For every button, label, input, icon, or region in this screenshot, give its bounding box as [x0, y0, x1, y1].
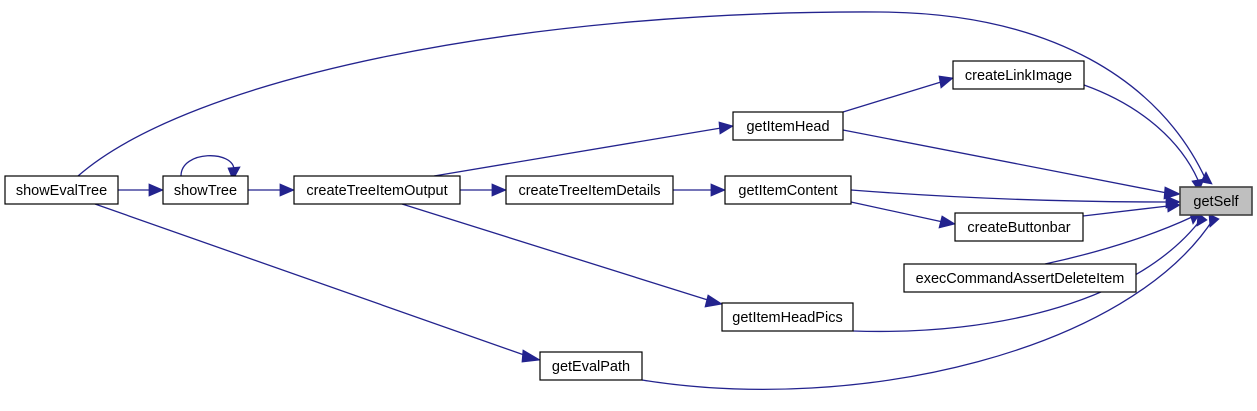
edge-layer: [77, 11, 1220, 390]
edge-path: [641, 217, 1215, 390]
node-box[interactable]: [724, 175, 852, 205]
node-getItemHead[interactable]: getItemHead: [732, 111, 844, 141]
node-createTreeItemDetails[interactable]: createTreeItemDetails: [505, 175, 674, 205]
arrowhead-icon: [1196, 212, 1208, 227]
edge-getItemHeadPics-to-getSelf: [852, 212, 1208, 333]
edge-getItemHead-to-createLinkImage: [842, 75, 954, 113]
node-showEvalTree[interactable]: showEvalTree: [4, 175, 119, 205]
edge-path: [433, 127, 722, 177]
edge-showTree-to-createTreeItemOutput: [248, 183, 296, 197]
arrowhead-icon: [1200, 171, 1213, 185]
edge-createButtonbar-to-getSelf: [1082, 199, 1181, 217]
arrowhead-icon: [521, 349, 542, 363]
edge-path: [842, 129, 1168, 194]
arrowhead-icon: [938, 215, 957, 229]
edge-path: [852, 217, 1203, 333]
edge-showEvalTree-to-getEvalPath: [94, 203, 542, 363]
node-createTreeItemOutput[interactable]: createTreeItemOutput: [293, 175, 461, 205]
edge-showTree-self-loop: [180, 155, 241, 181]
arrowhead-icon: [227, 166, 241, 181]
edge-path: [94, 203, 528, 357]
arrowhead-icon: [710, 183, 727, 197]
node-box[interactable]: [903, 263, 1137, 293]
node-createButtonbar[interactable]: createButtonbar: [954, 212, 1084, 242]
edge-showEvalTree-to-showTree: [118, 183, 165, 197]
arrowhead-icon: [148, 183, 165, 197]
edge-path: [1044, 216, 1193, 265]
node-box[interactable]: [1179, 186, 1253, 216]
edge-path: [180, 155, 235, 177]
arrowhead-icon: [1191, 178, 1205, 192]
edge-getEvalPath-to-getSelf: [641, 213, 1220, 390]
arrowhead-icon: [704, 294, 724, 308]
edge-getItemHead-to-getSelf: [842, 129, 1182, 200]
edge-path: [842, 81, 942, 113]
arrowhead-icon: [1163, 186, 1182, 200]
edge-path: [1083, 84, 1199, 181]
node-getItemContent[interactable]: getItemContent: [724, 175, 852, 205]
edge-createTreeItemOutput-to-getItemHeadPics: [401, 203, 724, 308]
edge-createLinkImage-to-getSelf: [1083, 84, 1205, 192]
edge-path: [850, 201, 944, 223]
edge-path: [77, 11, 1207, 181]
edge-createTreeItemDetails-to-getItemContent: [673, 183, 727, 197]
arrowhead-icon: [1208, 213, 1220, 228]
node-box[interactable]: [162, 175, 249, 205]
node-box[interactable]: [539, 351, 643, 381]
node-showTree[interactable]: showTree: [162, 175, 249, 205]
edge-path: [401, 203, 712, 302]
node-getItemHeadPics[interactable]: getItemHeadPics: [721, 302, 854, 332]
edge-path: [850, 189, 1168, 203]
node-box[interactable]: [954, 212, 1084, 242]
node-getEvalPath[interactable]: getEvalPath: [539, 351, 643, 381]
node-box[interactable]: [505, 175, 674, 205]
node-execCommandAssertDeleteItem[interactable]: execCommandAssertDeleteItem: [903, 263, 1137, 293]
edge-createTreeItemOutput-to-getItemHead: [433, 121, 734, 177]
edge-getItemContent-to-createButtonbar: [850, 201, 957, 229]
arrowhead-icon: [279, 183, 296, 197]
arrowhead-icon: [491, 183, 508, 197]
arrowhead-icon: [718, 121, 734, 135]
arrowhead-icon: [1166, 199, 1181, 213]
edge-createTreeItemOutput-to-createTreeItemDetails: [460, 183, 508, 197]
arrowhead-icon: [938, 75, 954, 89]
node-createLinkImage[interactable]: createLinkImage: [952, 60, 1085, 90]
node-box[interactable]: [721, 302, 854, 332]
node-getSelf[interactable]: getSelf: [1179, 186, 1253, 216]
edge-showEvalTree-to-getSelf: [77, 11, 1213, 185]
node-box[interactable]: [952, 60, 1085, 90]
edge-getItemContent-to-getSelf: [850, 189, 1182, 209]
node-box[interactable]: [732, 111, 844, 141]
edge-path: [1082, 205, 1169, 217]
node-box[interactable]: [293, 175, 461, 205]
node-box[interactable]: [4, 175, 119, 205]
